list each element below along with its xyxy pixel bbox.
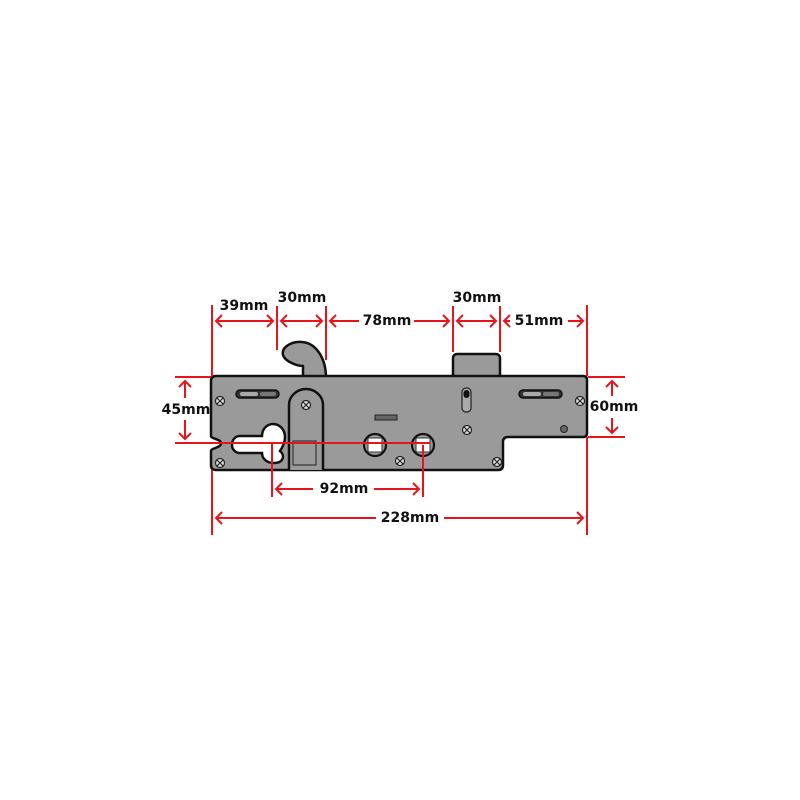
- keyhole-slot: [461, 387, 472, 413]
- screw-icon: [214, 395, 226, 407]
- dim-label-centres: 92mm: [317, 481, 371, 497]
- screws: [214, 395, 586, 469]
- dim-label-hook-to-deadbolt: 78mm: [360, 313, 414, 329]
- latch-follower: [287, 387, 325, 470]
- faceplate-slot-left: [235, 389, 280, 399]
- rect-slot: [374, 414, 398, 421]
- screw-icon: [214, 457, 226, 469]
- dimension-lines: [175, 305, 625, 535]
- dim-label-hook-width: 30mm: [275, 290, 329, 306]
- pin: [560, 425, 568, 433]
- spindle-square-1: [362, 432, 388, 458]
- faceplate-slot-right: [518, 389, 563, 399]
- screw-icon: [300, 399, 312, 411]
- dim-label-deadbolt-width: 30mm: [450, 290, 504, 306]
- dim-label-backset-height: 45mm: [161, 402, 211, 418]
- screw-icon: [574, 395, 586, 407]
- screw-icon: [394, 455, 406, 467]
- dim-label-deadbolt-to-end: 51mm: [512, 313, 566, 329]
- dim-label-faceplate-height: 60mm: [589, 399, 639, 415]
- hook-bolt: [281, 340, 328, 380]
- screw-icon: [491, 456, 503, 468]
- follower-window: [292, 440, 317, 466]
- dim-label-hook-offset: 39mm: [217, 298, 271, 314]
- screw-icon: [461, 424, 473, 436]
- dim-label-overall-length: 228mm: [378, 510, 442, 526]
